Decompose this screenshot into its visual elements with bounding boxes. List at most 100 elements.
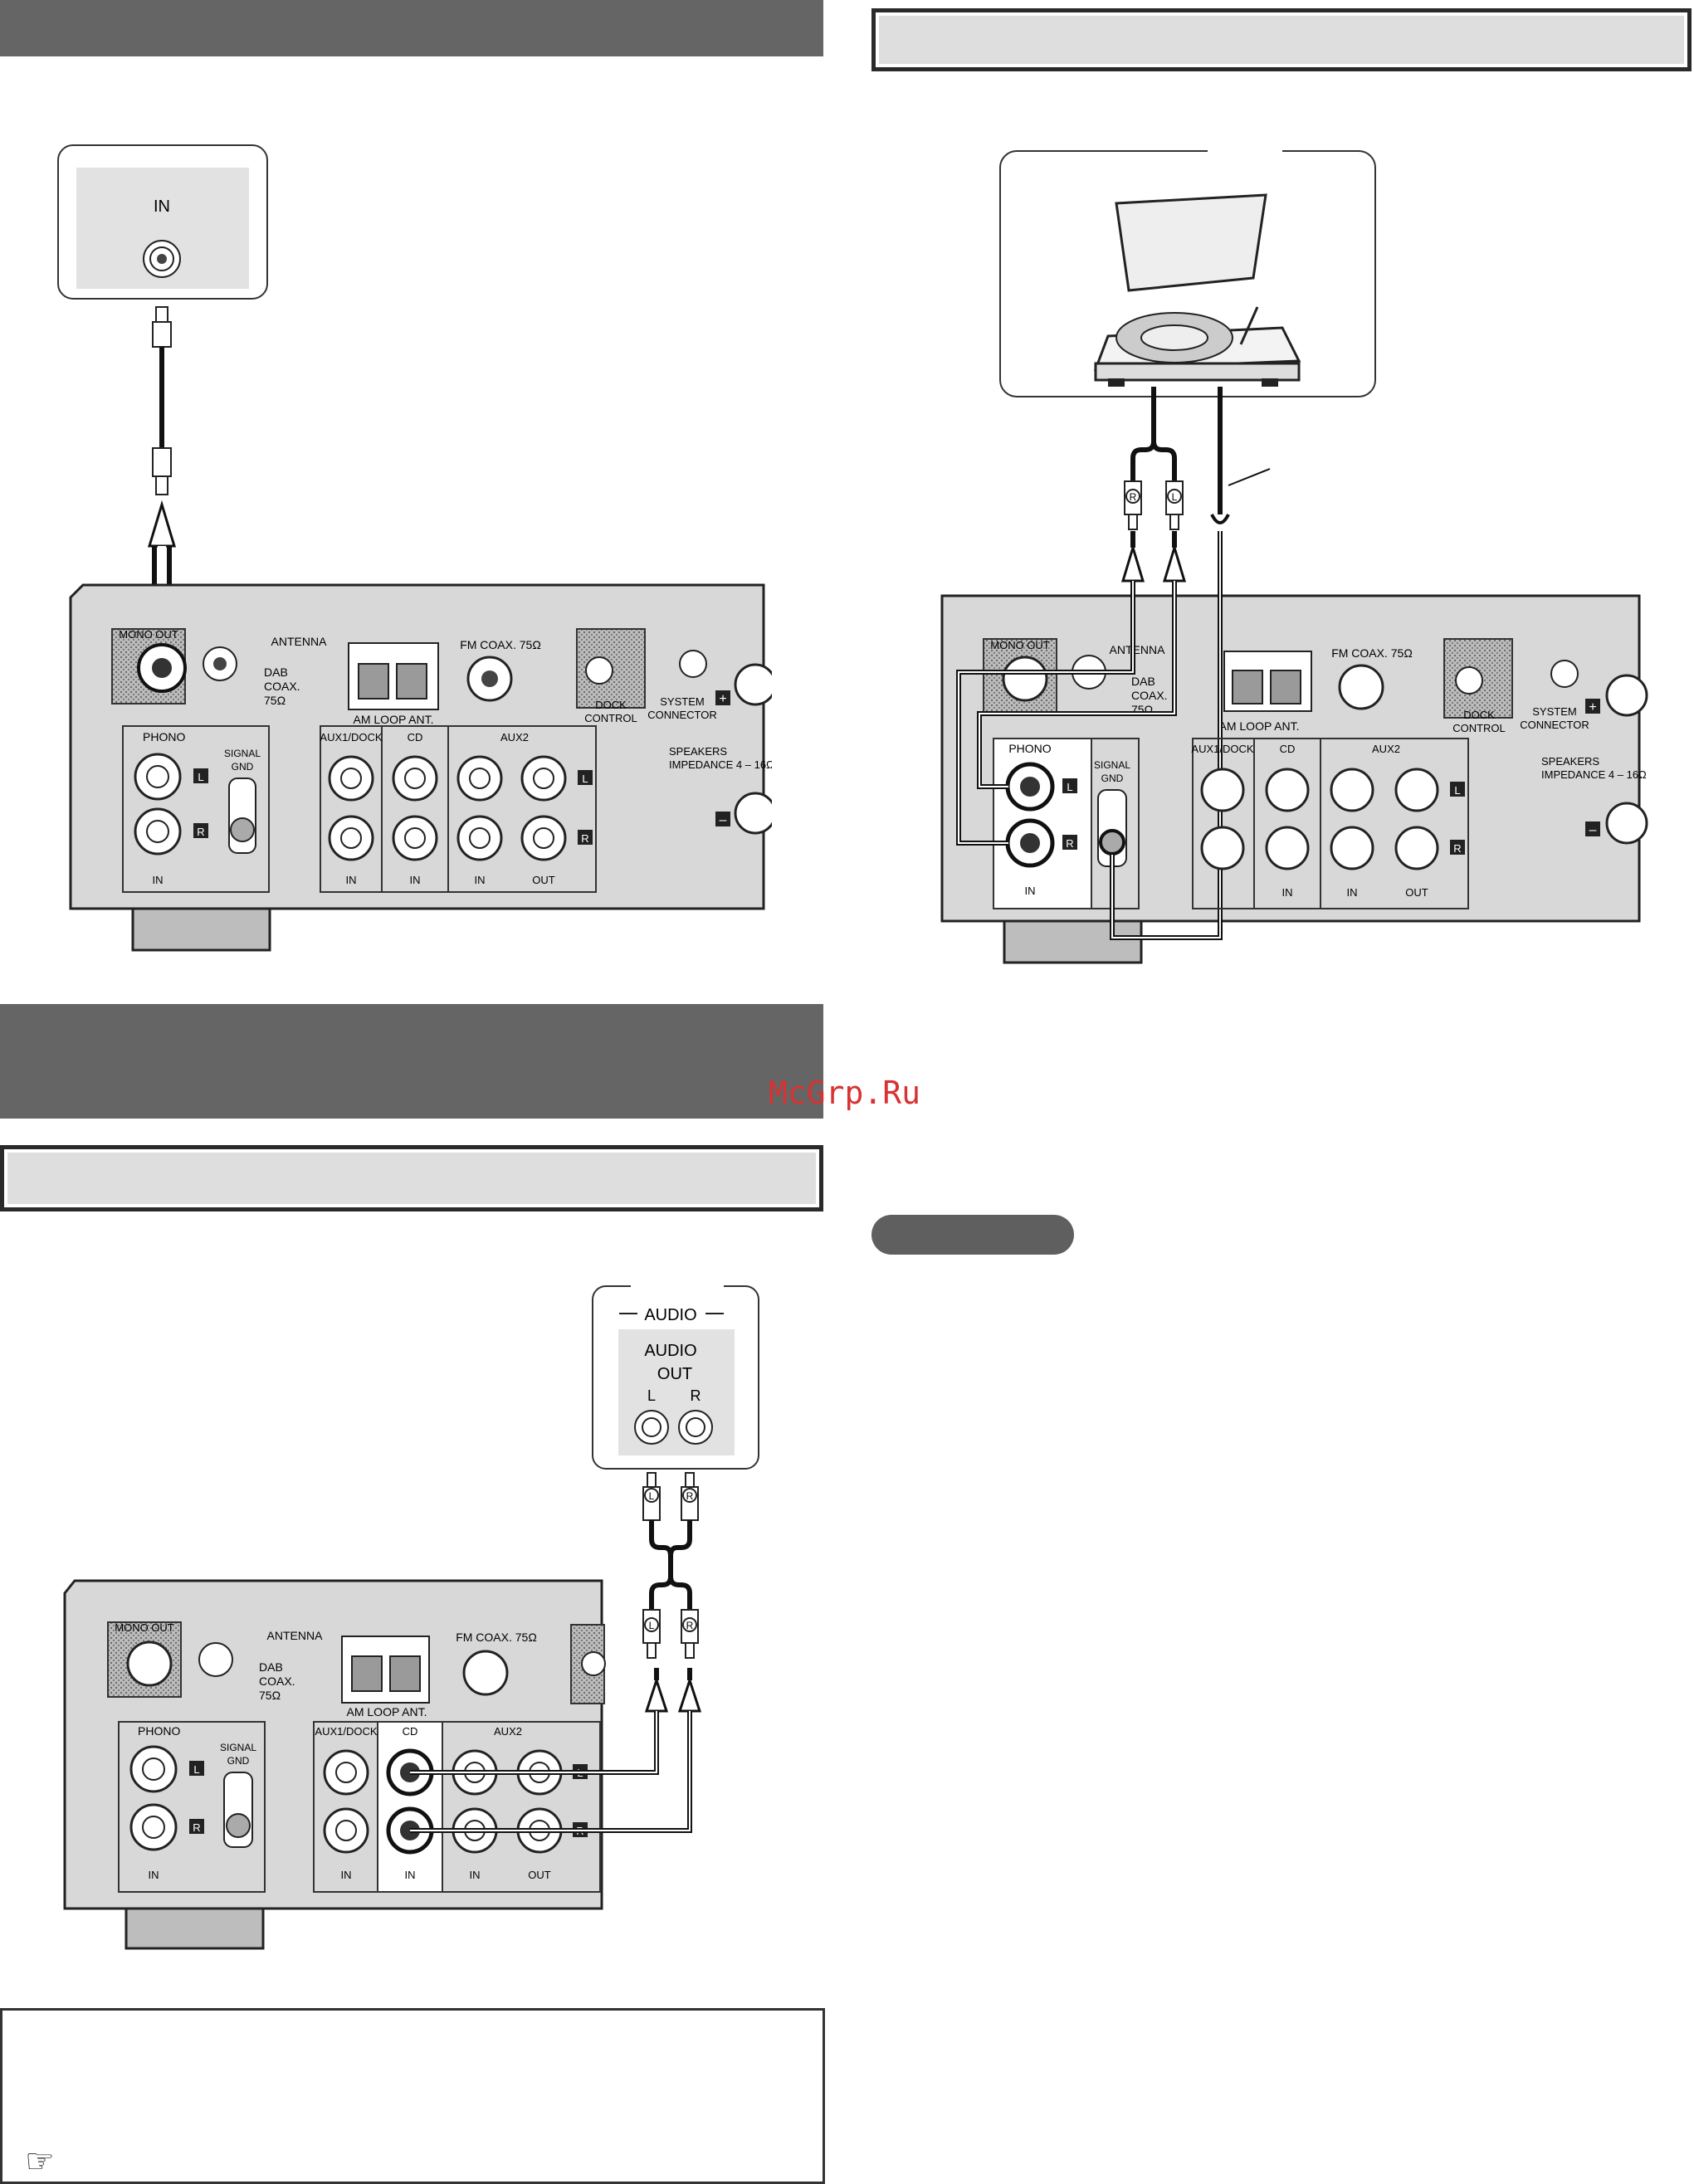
section-header-bar-top-left xyxy=(0,0,823,56)
turntable-icon xyxy=(1093,193,1301,387)
svg-text:OUT: OUT xyxy=(532,874,555,886)
svg-text:CONNECTOR: CONNECTOR xyxy=(647,709,717,721)
svg-text:–: – xyxy=(1589,823,1597,837)
svg-text:SIGNAL: SIGNAL xyxy=(1094,759,1130,771)
svg-text:R: R xyxy=(686,1490,694,1502)
svg-text:L: L xyxy=(1067,781,1072,793)
svg-text:75Ω: 75Ω xyxy=(264,694,286,707)
hand-pointing-icon: ☞ xyxy=(25,2143,55,2181)
antenna-label: ANTENNA xyxy=(271,635,328,648)
svg-text:CONNECTOR: CONNECTOR xyxy=(1520,719,1589,731)
svg-text:IN: IN xyxy=(341,1869,352,1881)
svg-text:R: R xyxy=(1130,491,1137,503)
cd-device-title: AUDIO xyxy=(644,1306,696,1324)
svg-text:SYSTEM: SYSTEM xyxy=(1532,705,1576,718)
svg-text:DOCK: DOCK xyxy=(1463,709,1495,721)
svg-text:IN: IN xyxy=(470,1869,481,1881)
svg-text:IMPEDANCE 4 – 16Ω: IMPEDANCE 4 – 16Ω xyxy=(669,758,772,771)
svg-text:CONTROL: CONTROL xyxy=(1452,722,1506,734)
note-box xyxy=(0,2008,825,2184)
note-label-pill xyxy=(871,1215,1074,1255)
svg-text:L: L xyxy=(649,1490,655,1502)
svg-text:FM COAX. 75Ω: FM COAX. 75Ω xyxy=(1331,646,1413,660)
svg-text:MONO OUT: MONO OUT xyxy=(990,639,1050,651)
mono-out-diagram: IN MONO OUT ANTENNA DAB COAX. 75Ω AM LOO… xyxy=(57,144,772,952)
svg-text:AM LOOP ANT.: AM LOOP ANT. xyxy=(1219,719,1300,733)
svg-text:R: R xyxy=(1453,842,1461,855)
svg-text:FM COAX. 75Ω: FM COAX. 75Ω xyxy=(456,1631,537,1644)
section-subheader-bar-mid-left xyxy=(0,1145,823,1211)
svg-text:AUX2: AUX2 xyxy=(1372,743,1400,755)
svg-text:PHONO: PHONO xyxy=(1008,742,1051,755)
svg-text:CONTROL: CONTROL xyxy=(584,712,637,724)
svg-text:SPEAKERS: SPEAKERS xyxy=(1541,755,1599,768)
svg-text:R: R xyxy=(686,1620,694,1631)
svg-text:GND: GND xyxy=(1101,773,1124,784)
svg-text:SPEAKERS: SPEAKERS xyxy=(669,745,727,758)
svg-text:AUX2: AUX2 xyxy=(500,731,529,743)
svg-text:IN: IN xyxy=(475,874,486,886)
svg-text:SIGNAL: SIGNAL xyxy=(220,1742,256,1753)
svg-text:L: L xyxy=(193,1763,199,1776)
svg-text:MONO OUT: MONO OUT xyxy=(115,1621,174,1634)
svg-text:AUX1/DOCK: AUX1/DOCK xyxy=(1191,743,1253,755)
svg-text:DAB: DAB xyxy=(264,665,288,679)
section-header-bar-mid-left xyxy=(0,1004,823,1119)
input-jacks-group: AUX1/DOCK CD AUX2 L R IN IN IN OUT xyxy=(320,725,597,893)
svg-text:R: R xyxy=(581,832,588,845)
svg-text:PHONO: PHONO xyxy=(138,1724,180,1738)
svg-text:75Ω: 75Ω xyxy=(259,1689,281,1702)
svg-text:OUT: OUT xyxy=(528,1869,551,1881)
svg-text:OUT: OUT xyxy=(657,1365,692,1383)
rear-panel-1: MONO OUT ANTENNA DAB COAX. 75Ω AM LOOP A… xyxy=(69,583,772,952)
svg-text:L: L xyxy=(582,773,588,785)
svg-text:L: L xyxy=(647,1387,656,1404)
phono-diagram: R L MONO OUT ANTENNA DAB COAX. 75Ω AM LO… xyxy=(940,145,1648,964)
svg-text:IN: IN xyxy=(410,874,421,886)
svg-text:GND: GND xyxy=(232,761,254,773)
svg-text:+: + xyxy=(719,692,726,706)
svg-text:L: L xyxy=(649,1620,655,1631)
svg-text:IN: IN xyxy=(1025,885,1036,897)
svg-text:–: – xyxy=(720,813,727,827)
svg-text:AUX2: AUX2 xyxy=(494,1725,522,1738)
svg-text:DAB: DAB xyxy=(259,1660,283,1674)
rear-panel-3: MONO OUT ANTENNA DAB COAX. 75Ω AM LOOP A… xyxy=(63,1579,692,1950)
svg-text:CD: CD xyxy=(1280,743,1296,755)
svg-text:CD: CD xyxy=(403,1725,418,1738)
svg-text:SIGNAL: SIGNAL xyxy=(224,748,261,759)
svg-text:IN: IN xyxy=(405,1869,416,1881)
svg-text:COAX.: COAX. xyxy=(264,680,300,693)
svg-text:IN: IN xyxy=(1347,886,1358,899)
cd-diagram: AUDIO AUDIO OUT L R L R L R MONO OUT ANT… xyxy=(63,1278,759,1950)
svg-text:ANTENNA: ANTENNA xyxy=(267,1629,324,1642)
subwoofer-in-label: IN xyxy=(154,197,170,216)
svg-text:DOCK: DOCK xyxy=(595,699,627,711)
svg-text:SYSTEM: SYSTEM xyxy=(660,695,704,708)
svg-text:AUX1/DOCK: AUX1/DOCK xyxy=(315,1725,377,1738)
svg-text:DAB: DAB xyxy=(1131,675,1155,688)
svg-text:AM LOOP ANT.: AM LOOP ANT. xyxy=(347,1705,427,1718)
svg-text:R: R xyxy=(691,1387,701,1404)
svg-text:AM LOOP ANT.: AM LOOP ANT. xyxy=(354,713,434,726)
svg-text:AUDIO: AUDIO xyxy=(644,1342,696,1360)
svg-text:R: R xyxy=(1066,837,1073,850)
section-header-bar-top-right xyxy=(871,8,1692,71)
svg-text:PHONO: PHONO xyxy=(143,730,185,743)
svg-text:IN: IN xyxy=(1282,886,1293,899)
svg-text:R: R xyxy=(193,1821,200,1834)
watermark: McGrp.Ru xyxy=(769,1075,921,1111)
svg-text:COAX.: COAX. xyxy=(1131,689,1168,702)
svg-text:+: + xyxy=(1589,700,1596,714)
svg-text:IN: IN xyxy=(153,874,164,886)
svg-text:R: R xyxy=(197,826,204,838)
svg-text:IN: IN xyxy=(149,1869,159,1881)
rear-panel-2: MONO OUT ANTENNA DAB COAX. 75Ω AM LOOP A… xyxy=(940,531,1648,964)
svg-text:ANTENNA: ANTENNA xyxy=(1110,643,1166,656)
mono-out-label: MONO OUT xyxy=(119,628,178,641)
svg-text:L: L xyxy=(198,771,203,783)
svg-text:CD: CD xyxy=(408,731,423,743)
svg-text:L: L xyxy=(1454,784,1460,797)
svg-text:IMPEDANCE 4 – 16Ω: IMPEDANCE 4 – 16Ω xyxy=(1541,768,1647,781)
svg-text:L: L xyxy=(1172,491,1178,503)
